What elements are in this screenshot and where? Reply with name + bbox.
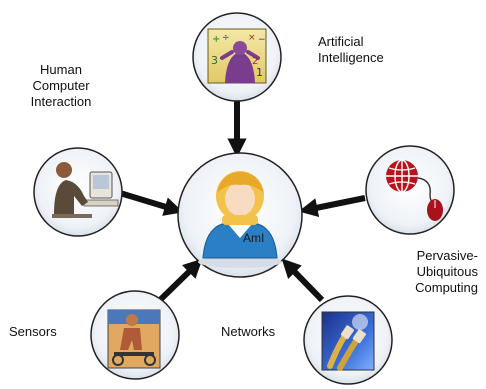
arrow-sensors-to-center xyxy=(157,258,203,303)
athlete-exercise-icon xyxy=(107,309,161,369)
svg-text:1: 1 xyxy=(256,66,263,79)
node-hci xyxy=(33,147,123,237)
label-networks: Networks xyxy=(221,324,275,340)
svg-text:×: × xyxy=(248,33,256,43)
arrow-networks-to-center xyxy=(281,258,325,303)
node-sensors xyxy=(90,290,180,380)
network-cable-icon xyxy=(321,311,375,371)
label-line: Artificial xyxy=(318,34,364,49)
node-pervasive xyxy=(365,145,455,235)
label-artificial-intelligence: Artificial Intelligence xyxy=(318,34,384,66)
svg-text:2: 2 xyxy=(252,56,258,67)
label-line: Intelligence xyxy=(318,50,384,65)
node-networks xyxy=(303,295,393,385)
label-line: Computing xyxy=(415,280,478,295)
label-line: Computer xyxy=(32,78,90,93)
node-artificial-intelligence: + ÷ × − 3 1 2 xyxy=(192,12,282,102)
svg-text:÷: ÷ xyxy=(222,33,230,43)
arrow-hci-to-center xyxy=(119,190,184,216)
label-line: Ubiquitous xyxy=(416,264,478,279)
label-line: Sensors xyxy=(9,324,57,339)
arrows xyxy=(119,100,366,303)
svg-text:3: 3 xyxy=(211,54,218,67)
label-line: Interaction xyxy=(30,94,92,109)
label-pervasive: Pervasive- Ubiquitous Computing xyxy=(396,248,478,296)
center-label: AmI xyxy=(243,231,265,245)
label-hci: Human Computer Interaction xyxy=(26,62,96,110)
svg-text:−: − xyxy=(258,35,266,45)
label-line: Human xyxy=(40,62,82,77)
user-avatar-icon xyxy=(198,171,282,268)
label-line: Networks xyxy=(221,324,276,339)
person-at-computer-icon xyxy=(52,162,119,218)
arrow-pervasive-to-center xyxy=(298,195,366,218)
math-symbols-icon: + ÷ × − 3 1 2 xyxy=(207,28,267,84)
label-sensors: Sensors xyxy=(9,324,57,340)
svg-text:+: + xyxy=(212,34,220,45)
center-node xyxy=(177,152,303,278)
globe-mouse-icon xyxy=(386,159,443,221)
label-line: Pervasive- xyxy=(416,248,478,263)
